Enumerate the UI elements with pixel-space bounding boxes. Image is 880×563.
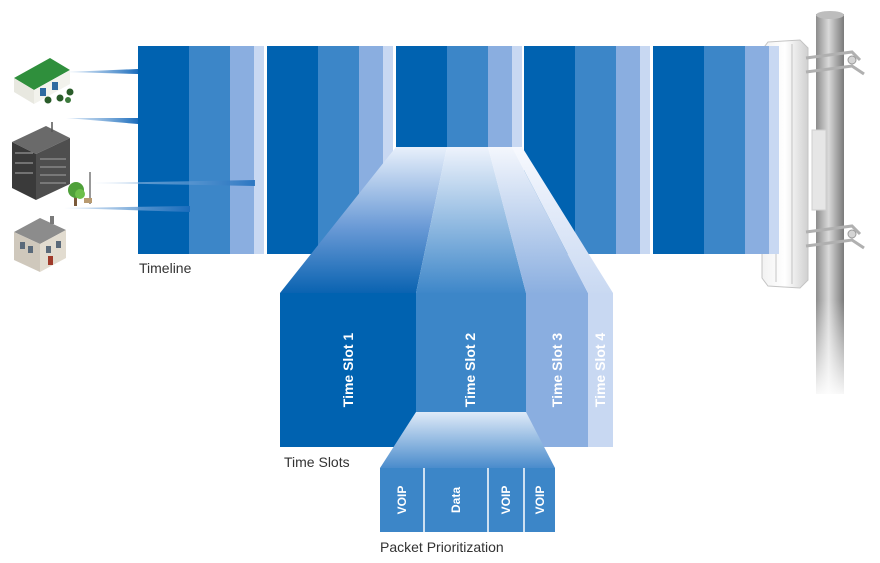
slot-funnel: [280, 147, 613, 293]
time-slot-3-label: Time Slot 3: [549, 332, 565, 408]
packet-2-box: [424, 468, 488, 532]
timeline-frame-4-slot-3: [616, 46, 640, 254]
time-slot-4-box: [588, 293, 613, 447]
time-slot-1-box: [280, 293, 416, 447]
packet-4-box: [524, 468, 555, 532]
timeline-frame-3-slot-4: [512, 46, 522, 147]
time-slot-boxes: [280, 293, 613, 447]
timeline-frame-4-slot-2: [575, 46, 616, 254]
timeline-frames: [138, 46, 779, 254]
time-slot-2-label: Time Slot 2: [462, 332, 478, 408]
time-slot-1-label: Time Slot 1: [340, 332, 356, 408]
timeline-frame-2-slot-4: [383, 46, 393, 254]
timeline-frame-3-slot-1: [396, 46, 447, 147]
timeline-frame-1-slot-4: [254, 46, 264, 254]
office-tower-icon: [12, 122, 70, 200]
packet-prioritization-label: Packet Prioritization: [380, 539, 504, 555]
timeline-frame-1-slot-2: [189, 46, 230, 254]
timeline-frame-3-slot-3: [488, 46, 512, 147]
packet-2-label: Data: [449, 486, 463, 514]
client-links: [64, 69, 255, 212]
timeline-label: Timeline: [139, 260, 192, 276]
packet-funnel: [380, 412, 555, 468]
packet-boxes: [380, 468, 555, 532]
packet-3-label: VOIP: [499, 485, 513, 515]
timeline-frame-5-slot-4: [769, 46, 779, 254]
timeline-frame-1-slot-1: [138, 46, 189, 254]
time-slots-label: Time Slots: [284, 454, 350, 470]
packet-1-label: VOIP: [395, 485, 409, 515]
packet-1-box: [380, 468, 424, 532]
house-icon: [14, 216, 66, 272]
packet-4-label: VOIP: [533, 485, 547, 515]
store-building-icon: [14, 58, 74, 104]
timeline-frame-5-slot-1: [653, 46, 704, 254]
timeline-frame-1-slot-3: [230, 46, 254, 254]
timeline-frame-3-slot-2: [447, 46, 488, 147]
timeline-frame-5-slot-3: [745, 46, 769, 254]
packet-3-box: [488, 468, 524, 532]
timeline-frame-4-slot-4: [640, 46, 650, 254]
tree-icon: [68, 172, 92, 206]
timeline-frame-5-slot-2: [704, 46, 745, 254]
time-slot-3-box: [526, 293, 588, 447]
time-slot-4-label: Time Slot 4: [592, 332, 608, 408]
timeline-frame-2-slot-1: [267, 46, 318, 254]
